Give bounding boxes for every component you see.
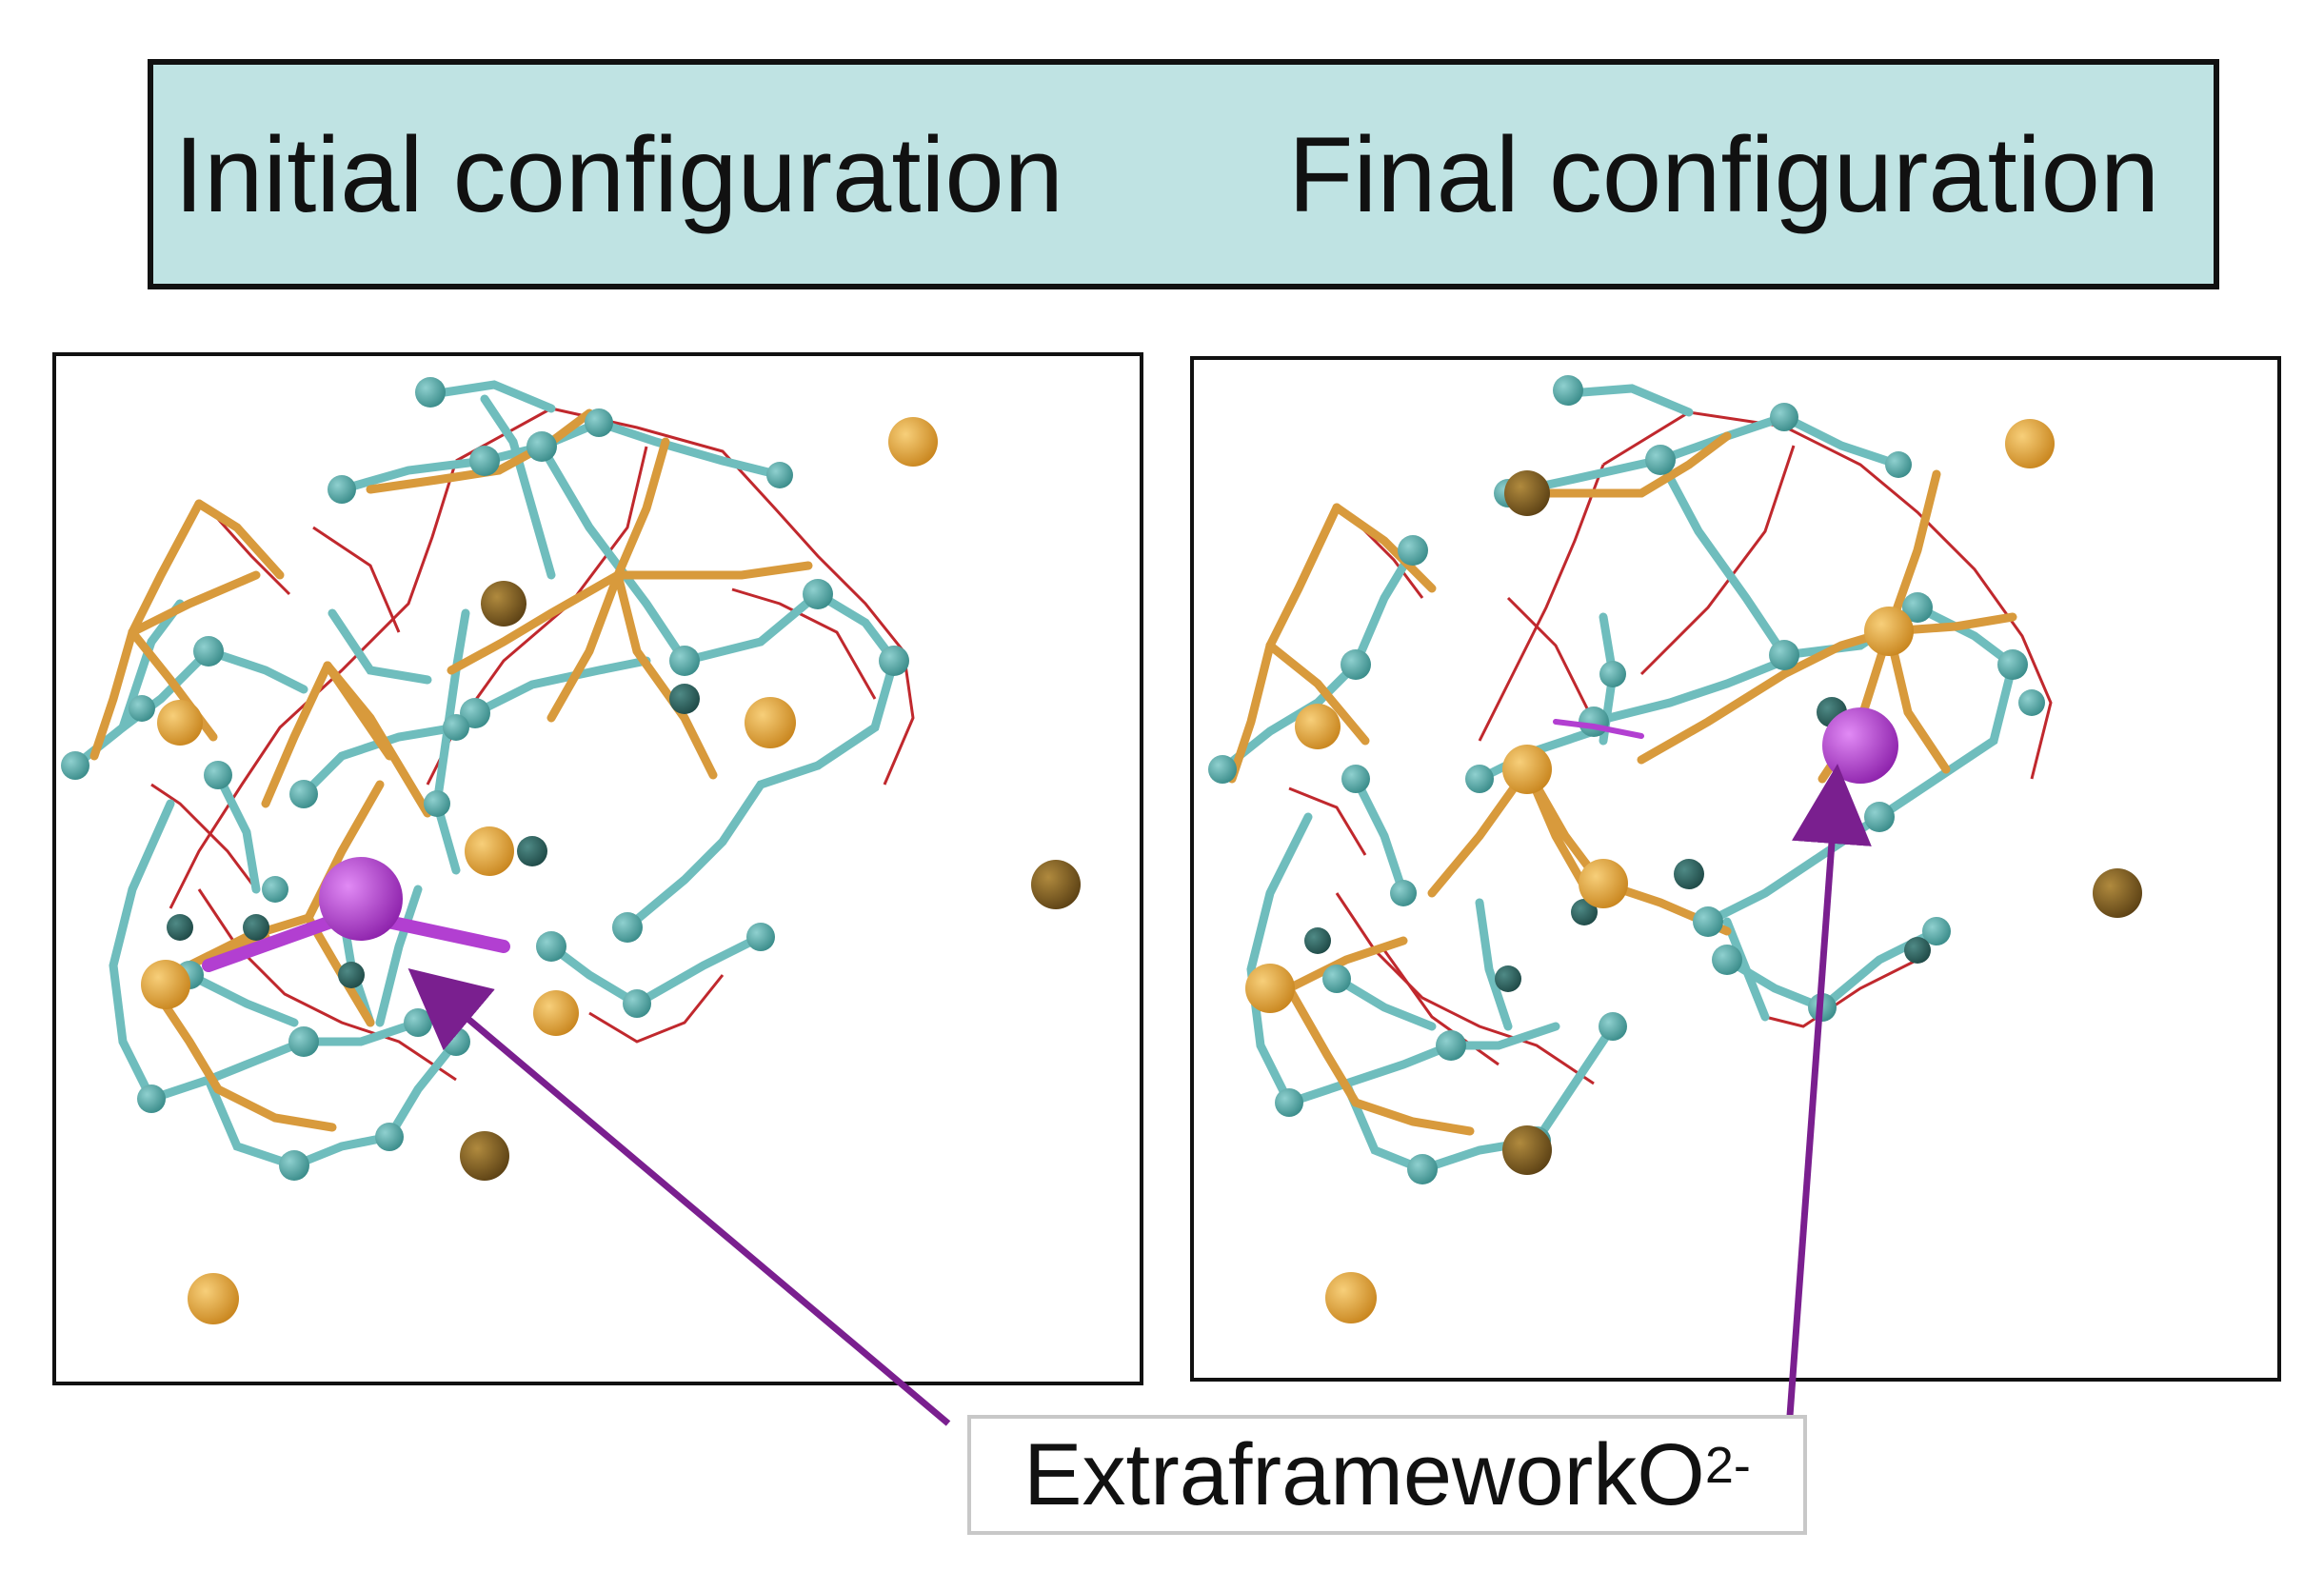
final-configuration-title: Final configuration (1288, 115, 2160, 234)
final-configuration-panel (1190, 356, 2281, 1382)
callout-charge-superscript: 2- (1704, 1437, 1751, 1494)
red-bonds (1288, 410, 2053, 1085)
initial-structure-illustration (61, 377, 1081, 1324)
o-atoms-dark (1304, 697, 1931, 992)
o-atoms-dark (167, 684, 700, 988)
header-box: Initial configuration Final configuratio… (148, 59, 2219, 289)
initial-configuration-panel (52, 352, 1143, 1385)
orange-bonds (89, 408, 813, 1132)
t-atoms (1245, 419, 2142, 1323)
extraframework-o-atom (202, 857, 510, 972)
initial-configuration-title: Initial configuration (174, 115, 1063, 234)
final-structure-illustration (1208, 375, 2142, 1323)
callout-label: ExtraframeworkO (1023, 1425, 1705, 1523)
